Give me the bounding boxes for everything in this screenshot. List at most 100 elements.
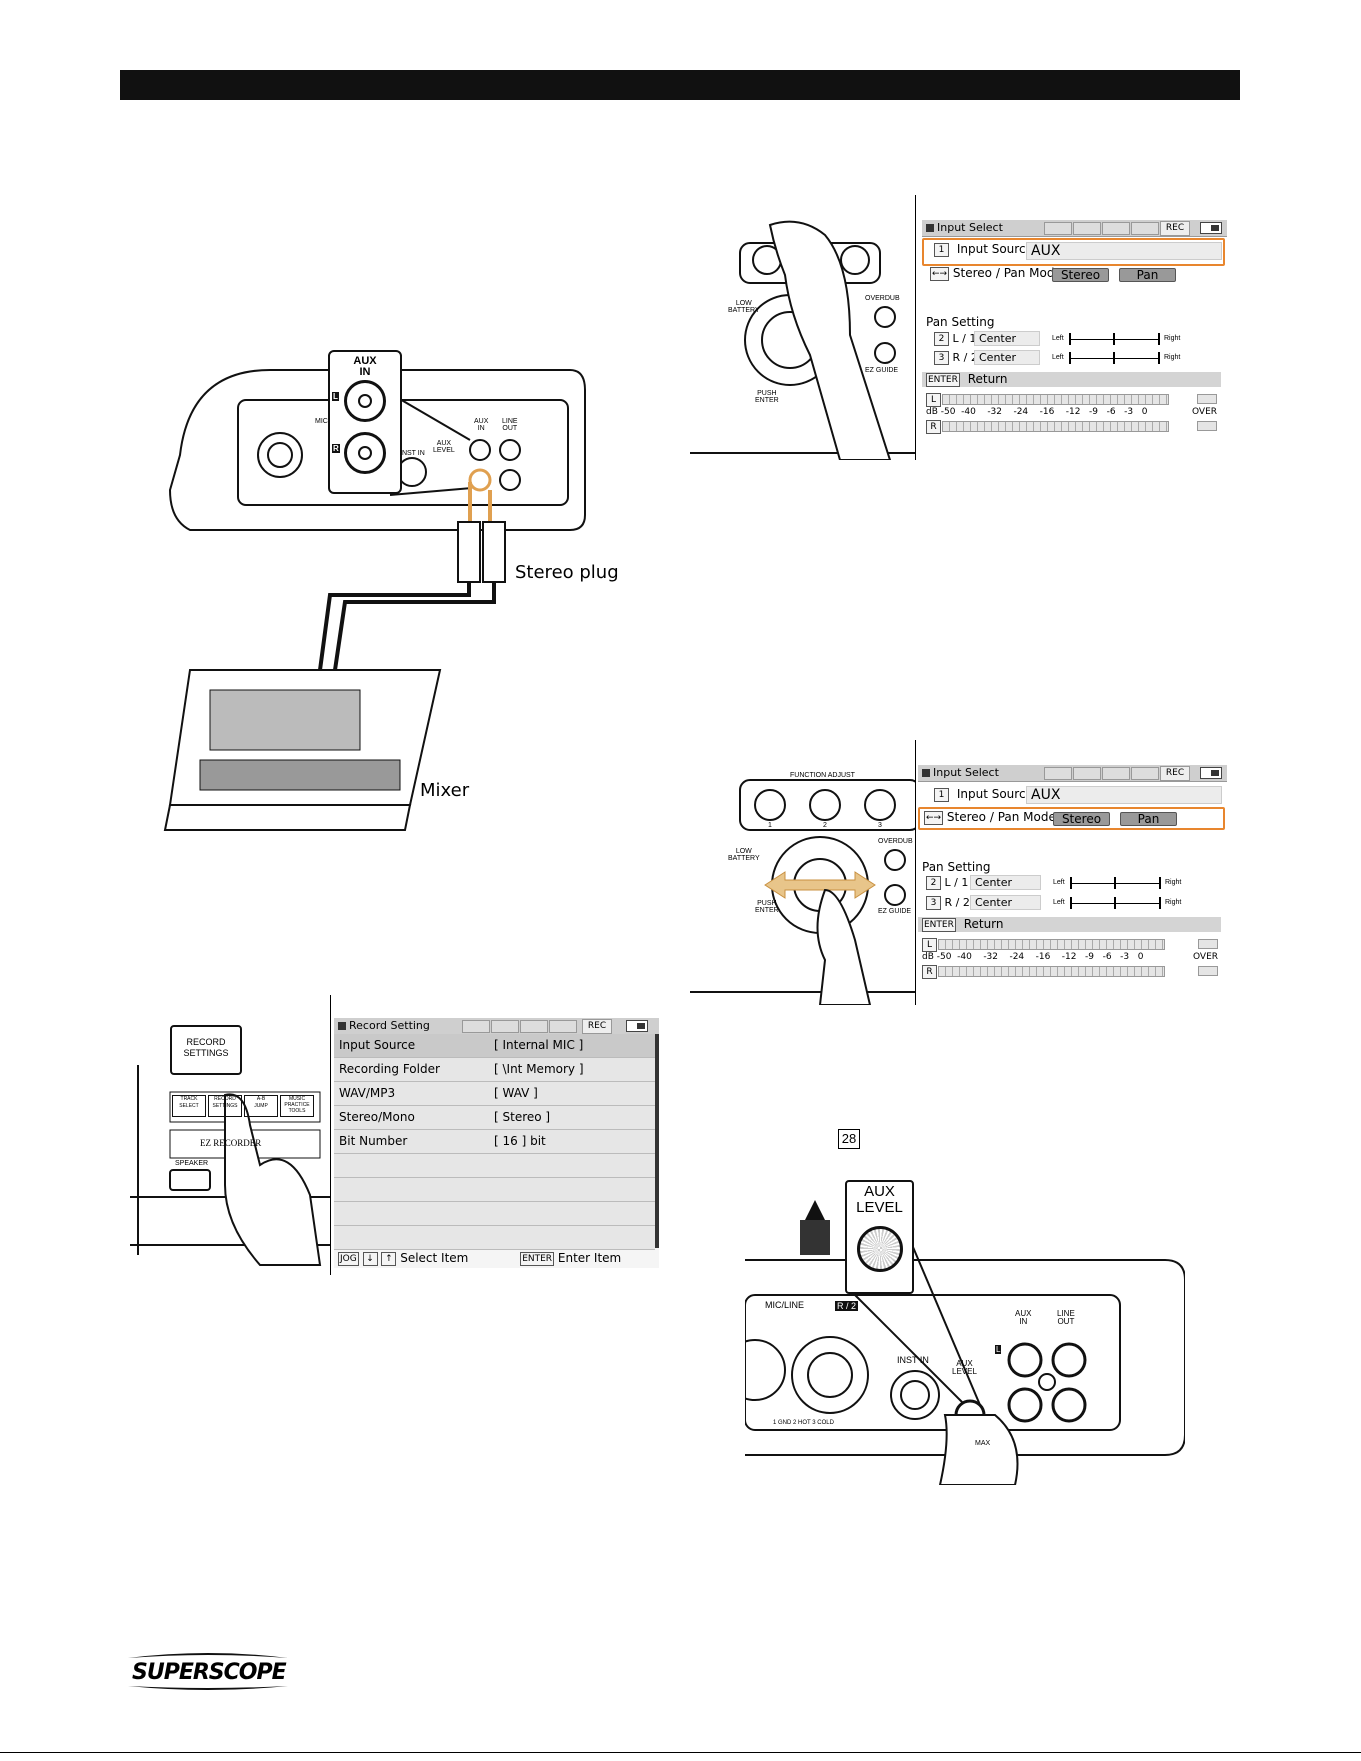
max-label: MAX	[975, 1440, 991, 1447]
status-cell	[1102, 222, 1130, 235]
pan-r-right-label: Right	[1164, 354, 1181, 361]
pan-button[interactable]: Pan	[1120, 812, 1177, 826]
line-out-label: LINE OUT	[1057, 1309, 1075, 1326]
input-select-figure-1: LOW BATTERY PUSH ENTER OVERDUB EZ GUIDE …	[690, 195, 1230, 460]
figure-divider	[330, 995, 331, 1275]
pan-r-slider-end	[1158, 352, 1160, 364]
key-1: 1	[934, 242, 949, 257]
return-label: Return	[967, 372, 1008, 386]
list-item-recording-folder[interactable]: Recording Folder [ \Int Memory ]	[334, 1058, 655, 1082]
status-cell	[1073, 222, 1101, 235]
stereo-pan-mode-row[interactable]: ←→ Stereo / Pan Mode	[924, 810, 1056, 825]
input-source-value: AUX	[1026, 242, 1222, 260]
over-label: OVER	[1192, 407, 1218, 417]
input-source-row[interactable]: 1 Input Source	[934, 787, 1033, 802]
input-source-value: AUX	[1026, 786, 1222, 804]
input-source-row[interactable]: 1 Input Source	[934, 242, 1219, 260]
device-label-line-out: LINE OUT	[502, 418, 518, 432]
button-music-practice-tools[interactable]: MUSIC PRACTICE TOOLS	[280, 1095, 314, 1117]
lcd-title: Input Select	[933, 766, 999, 779]
superscope-logo-swoosh	[128, 1653, 288, 1690]
low-battery-label: LOW BATTERY	[728, 848, 760, 862]
r-channel-label: R	[332, 444, 340, 453]
meter-l-over-lamp	[1197, 394, 1217, 404]
pan-setting-heading: Pan Setting	[926, 315, 995, 329]
stereo-pan-mode-label: Stereo / Pan Mode	[946, 810, 1056, 824]
pan-l-slider-center	[1114, 877, 1116, 889]
pan-r-row[interactable]: 3 R / 2	[926, 896, 970, 910]
list-item-wav-mp3[interactable]: WAV/MP3 [ WAV ]	[334, 1082, 655, 1106]
stereo-button[interactable]: Stereo	[1052, 268, 1109, 282]
lcd-titlebar: Record Setting REC	[334, 1018, 659, 1035]
highlight-input-source	[922, 238, 1225, 266]
return-bar[interactable]: ENTER Return	[922, 372, 1221, 387]
ez-guide-label: EZ GUIDE	[878, 908, 912, 915]
battery-icon	[1200, 767, 1222, 779]
pan-button[interactable]: Pan	[1119, 268, 1176, 282]
meter-l-label: L	[922, 938, 937, 952]
meter-r	[942, 421, 1169, 432]
footer-select-label: Select Item	[400, 1251, 469, 1265]
footer-rule	[0, 1752, 1361, 1753]
list-item-value: [ \Int Memory ]	[494, 1062, 584, 1076]
l-channel-label: L	[332, 392, 339, 401]
aux-level-label: AUX LEVEL	[952, 1359, 977, 1376]
highlight-stereo-pan-mode	[918, 807, 1225, 830]
pan-r-label: R / 2	[952, 351, 978, 364]
meter-l-label: L	[926, 393, 941, 407]
device-record-settings-illustration	[130, 1065, 330, 1266]
meter-scale: dB -50 -40 -32 -24 -16 -12 -9 -6 -3 0	[926, 407, 1148, 417]
knob-2-label: 2	[823, 822, 827, 829]
pan-r-row[interactable]: 3 R / 2	[934, 351, 978, 365]
menu-scrollbar[interactable]	[655, 1034, 659, 1248]
battery-icon	[1200, 222, 1222, 234]
superscope-logo: SUPERSCOPE	[118, 1650, 293, 1692]
pan-l-label: L / 1	[952, 332, 977, 345]
aux-level-device-illustration	[745, 1200, 1185, 1485]
header-bar	[120, 70, 1240, 100]
meter-l-over-lamp	[1198, 939, 1218, 949]
pan-r-slider-end	[1069, 352, 1071, 364]
enter-key: ENTER	[922, 917, 956, 932]
title-square-icon	[926, 224, 934, 232]
list-item-empty	[334, 1226, 655, 1250]
status-cell	[491, 1020, 519, 1033]
return-bar[interactable]: ENTER Return	[918, 917, 1221, 932]
pan-l-slider-center	[1113, 333, 1115, 345]
device-label-inst-in: INST IN	[400, 450, 425, 457]
button-ab-jump[interactable]: A-B JUMP	[244, 1095, 278, 1117]
aux-level-callout-label: AUX LEVEL	[856, 1183, 903, 1216]
button-track-select[interactable]: TRACK SELECT	[172, 1095, 206, 1117]
low-battery-label: LOW BATTERY	[728, 300, 760, 314]
knob-3-label: 3	[878, 822, 882, 829]
meter-r	[938, 966, 1165, 977]
list-item-stereo-mono[interactable]: Stereo/Mono [ Stereo ]	[334, 1106, 655, 1130]
list-item-empty	[334, 1202, 655, 1226]
pan-r-slider-center	[1113, 352, 1115, 364]
knob-1-label: 1	[768, 822, 772, 829]
pan-l-row[interactable]: 2 L / 1	[934, 332, 976, 346]
enter-key: ENTER	[926, 372, 960, 387]
pan-r-right-label: Right	[1165, 899, 1182, 906]
pan-l-slider-end	[1070, 877, 1072, 889]
pan-l-row[interactable]: 2 L / 1	[926, 876, 968, 890]
list-item-input-source[interactable]: Input Source [ Internal MIC ]	[334, 1034, 655, 1058]
figure-divider	[915, 195, 916, 460]
aux-level-callout: AUX LEVEL	[845, 1180, 914, 1294]
list-item-label: Bit Number	[339, 1134, 408, 1148]
stereo-pan-mode-row[interactable]: ←→ Stereo / Pan Mode	[930, 266, 1220, 282]
button-record-settings[interactable]: RECORD SETTINGS	[208, 1095, 242, 1117]
aux-in-label: AUX IN	[1015, 1309, 1032, 1326]
pan-r-left-label: Left	[1053, 899, 1065, 906]
list-item-bit-number[interactable]: Bit Number [ 16 ] bit	[334, 1130, 655, 1154]
ez-guide-label: EZ GUIDE	[865, 367, 899, 374]
l-channel-label: L	[995, 1345, 1002, 1354]
meter-l	[942, 394, 1169, 405]
title-square-icon	[922, 769, 930, 777]
pan-r-left-label: Left	[1052, 354, 1064, 361]
pan-setting-heading: Pan Setting	[922, 860, 991, 874]
stereo-button[interactable]: Stereo	[1053, 812, 1110, 826]
page-reference[interactable]: 28	[838, 1129, 860, 1149]
status-cell	[1073, 767, 1101, 780]
pin-assignment-label: 1 GND 2 HOT 3 COLD	[773, 1420, 834, 1426]
